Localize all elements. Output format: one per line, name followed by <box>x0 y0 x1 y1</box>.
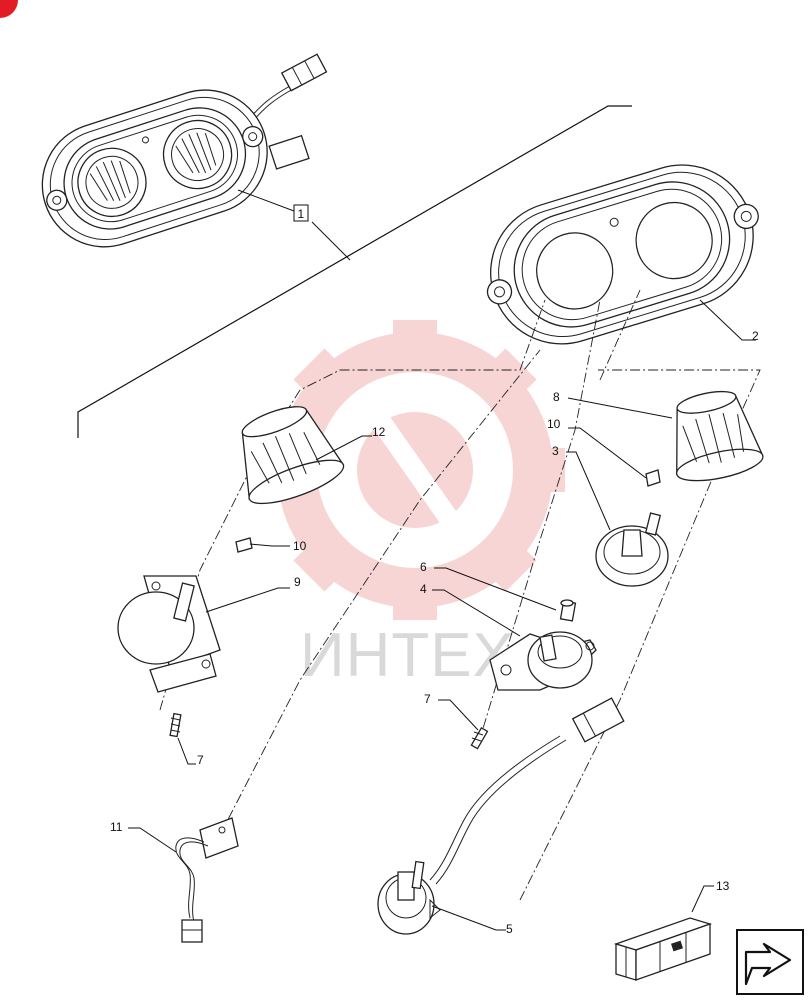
callout-13: 13 <box>716 879 730 893</box>
vent-nozzle-part-8 <box>676 390 764 482</box>
callout-8: 8 <box>553 390 560 404</box>
watermark-text: ИНТЕХ <box>300 621 515 690</box>
callout-9: 9 <box>294 575 301 589</box>
callout-7-left: 7 <box>197 753 204 767</box>
callout-7-right: 7 <box>424 692 431 706</box>
callout-6: 6 <box>420 560 427 574</box>
callout-5: 5 <box>506 922 513 936</box>
assembly-axes <box>159 289 761 901</box>
callout-1: 1 <box>298 207 305 221</box>
vent-assembly-part-1 <box>41 53 328 248</box>
screw-part-7-left <box>169 712 182 738</box>
housing-part-2 <box>486 164 759 345</box>
switch-body-part-4 <box>489 631 597 691</box>
crate-icon <box>613 917 713 981</box>
callout-box-1 <box>293 204 309 222</box>
callout-4: 4 <box>420 582 427 596</box>
knob-part-3 <box>595 512 669 587</box>
callout-3: 3 <box>552 444 559 458</box>
red-dot-icon <box>0 0 18 18</box>
callout-2: 2 <box>752 329 759 343</box>
callout-10-right: 10 <box>547 417 561 431</box>
clip-part-10-right <box>645 469 661 487</box>
pin-part-6 <box>559 599 577 622</box>
callout-10-left: 10 <box>293 539 307 553</box>
clip-part-10-left <box>235 537 253 553</box>
potentiometer-part-5 <box>377 697 625 935</box>
screw-part-7-right <box>470 726 489 750</box>
return-arrow-icon[interactable] <box>736 929 804 995</box>
callout-11: 11 <box>110 820 123 834</box>
callout-12: 12 <box>372 425 386 439</box>
wire-harness-part-11 <box>175 817 239 943</box>
assembly-bracket <box>77 105 632 438</box>
control-module-part-9 <box>117 575 221 693</box>
vent-nozzle-part-12 <box>241 406 345 505</box>
